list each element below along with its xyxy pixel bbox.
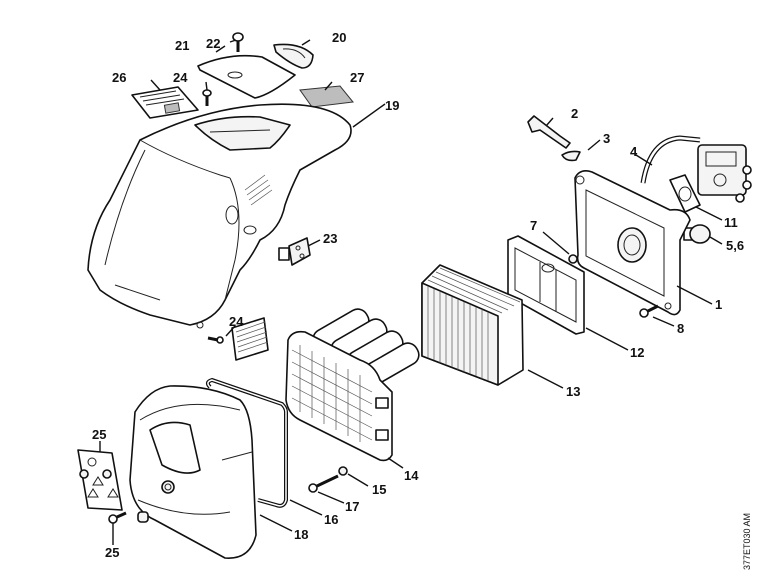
callout-16: 17	[345, 499, 359, 514]
callout-5-6: 5,6	[726, 238, 744, 253]
part-screw-8	[639, 304, 659, 318]
part-carburetor	[697, 144, 752, 203]
leader-23	[307, 239, 321, 247]
leader-12	[527, 369, 564, 389]
leader-13	[387, 457, 404, 469]
leader-1	[676, 285, 713, 305]
part-filter-cover	[129, 385, 257, 559]
leader-26	[150, 79, 161, 91]
leader-11	[585, 327, 629, 351]
callout-18: 25	[105, 545, 119, 560]
part-hose	[640, 135, 701, 184]
part-warning-label	[77, 449, 123, 511]
callout-24-lower: 24	[229, 314, 244, 329]
callout-4: 4	[630, 144, 638, 159]
leader-20	[301, 39, 311, 46]
leader-2	[545, 117, 554, 127]
part-connector	[278, 237, 311, 266]
leader-lines	[99, 39, 723, 545]
part-bolt-16	[308, 474, 339, 493]
callout-17: 18	[294, 527, 308, 542]
part-carburetor-box	[574, 170, 691, 316]
part-carburetor-gasket	[669, 174, 701, 213]
callout-25: 25	[92, 427, 106, 442]
part-air-filter-element	[421, 264, 524, 386]
part-grille	[231, 317, 269, 361]
callout-9-10: 11	[724, 215, 738, 230]
callout-14: 15	[372, 482, 386, 497]
callout-13: 14	[404, 468, 419, 483]
callout-27: 27	[350, 70, 364, 85]
leader-22	[229, 39, 237, 43]
leader-3	[587, 139, 601, 151]
callout-2: 2	[571, 106, 578, 121]
callout-15: 16	[324, 512, 338, 527]
callout-3: 3	[603, 131, 610, 146]
leader-9-10	[695, 206, 723, 221]
callout-23: 23	[323, 231, 337, 246]
part-screw-22	[232, 32, 244, 52]
leader-16	[317, 491, 345, 504]
callout-8: 8	[677, 321, 684, 336]
part-nut-14	[338, 466, 348, 476]
callout-12: 13	[566, 384, 580, 399]
part-screw-18	[108, 511, 127, 524]
leader-15	[289, 499, 323, 516]
part-prefilter-housing	[285, 308, 420, 462]
leader-14	[347, 473, 369, 487]
leader-7	[542, 231, 570, 255]
callout-7: 7	[530, 218, 537, 233]
leader-17	[259, 514, 293, 532]
callout-11: 12	[630, 345, 644, 360]
part-shroud	[87, 103, 352, 329]
callouts: 21 22 20 26 24 27 19 23 24 2 3 4 11 5,6 …	[92, 30, 744, 560]
callout-21: 21	[175, 38, 189, 53]
leader-27	[324, 81, 333, 91]
leader-21	[215, 45, 226, 53]
callout-1: 1	[715, 297, 722, 312]
callout-22: 22	[206, 36, 220, 51]
leader-19	[352, 103, 386, 128]
part-clip	[561, 150, 581, 162]
callout-26: 26	[112, 70, 126, 85]
part-purge-pump	[683, 224, 711, 244]
part-screw-24-lower	[207, 336, 224, 344]
leader-24-lower	[225, 325, 236, 337]
part-cover-plate	[197, 54, 296, 99]
callout-19: 19	[385, 98, 399, 113]
part-seal-ring	[205, 377, 288, 508]
callout-24-top: 24	[173, 70, 188, 85]
document-id: 377ET030 AM	[742, 513, 752, 570]
leader-5-6	[709, 236, 723, 245]
part-instruction-label	[131, 86, 199, 119]
part-grip-cover	[273, 43, 314, 69]
part-choke-lever	[527, 115, 571, 149]
leader-8	[652, 316, 675, 327]
part-screw-24-top	[202, 89, 212, 106]
part-nut-7	[568, 254, 578, 264]
leader-24-top	[205, 81, 208, 91]
leader-4	[635, 154, 653, 166]
callout-20: 20	[332, 30, 346, 45]
